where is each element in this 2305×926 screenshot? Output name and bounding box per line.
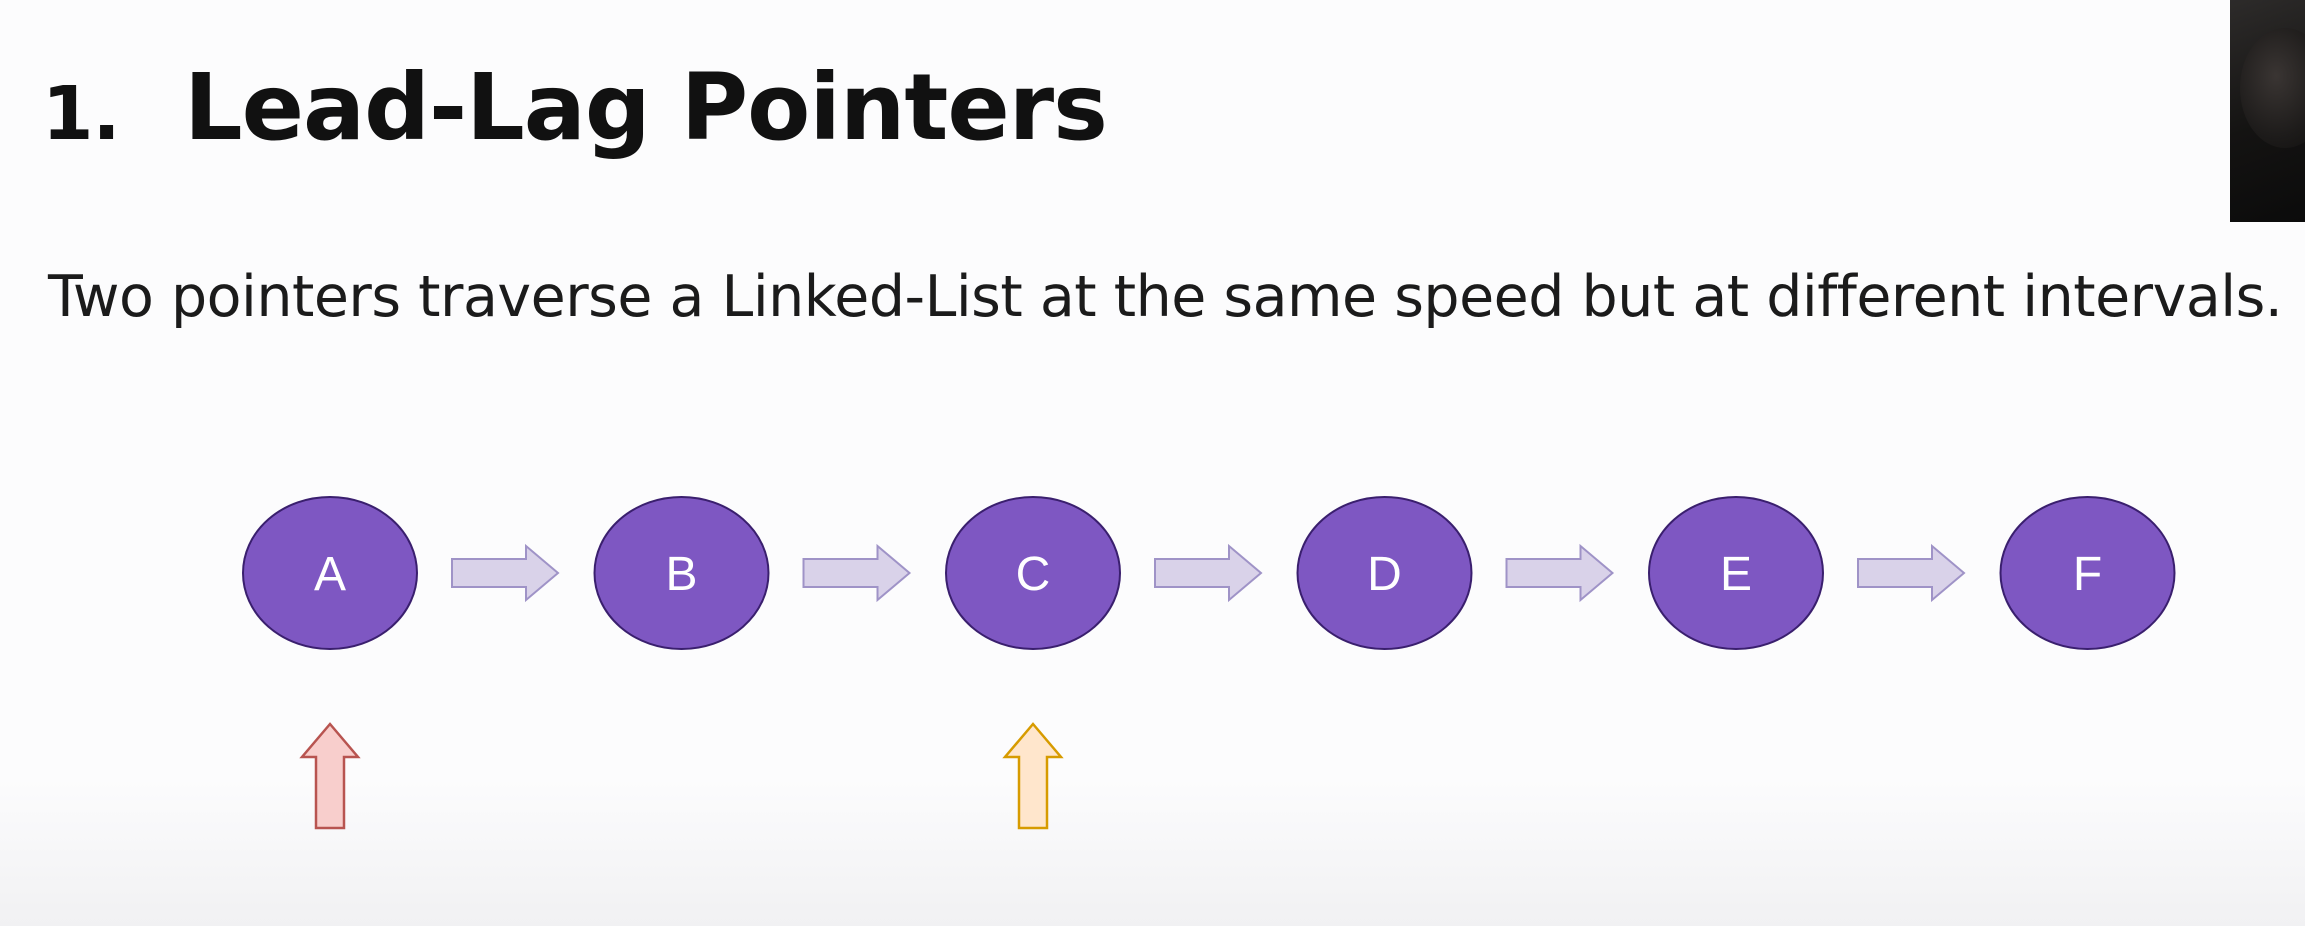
node-circle [1648,496,1824,650]
node-circle [945,496,1121,650]
list-node-b: B [593,496,770,650]
link-arrow-3 [1154,543,1263,603]
slide-title: 1. Lead-Lag Pointers [42,48,1108,174]
node-circle [593,496,770,650]
slide-number: 1. [42,71,121,157]
node-circle [1296,496,1473,650]
link-arrow-1 [451,543,560,603]
node-label: E [1720,548,1752,601]
slide-title-text: Lead-Lag Pointers [184,54,1108,161]
node-label: C [1016,548,1051,601]
link-arrow-2 [802,543,912,603]
slide-description: Two pointers traverse a Linked-List at t… [48,264,2283,330]
list-node-f: F [1999,496,2176,650]
pointer-arrows [299,722,1064,830]
link-arrow-4 [1505,543,1615,603]
list-node-a: A [242,496,418,650]
list-nodes: A B C D E F [242,496,2176,650]
node-circle [242,496,418,650]
node-label: B [665,548,697,601]
list-node-c: C [945,496,1121,650]
presenter-webcam [2230,0,2305,222]
list-node-d: D [1296,496,1473,650]
presenter-silhouette [2240,28,2305,148]
list-node-e: E [1648,496,1824,650]
link-arrow-5 [1857,543,1966,603]
node-label: D [1367,548,1402,601]
lag-pointer-arrow [299,722,361,830]
node-label: F [2073,548,2102,601]
node-label: A [314,548,346,601]
lead-pointer-arrow [1002,722,1064,830]
link-arrows [451,543,1966,603]
node-circle [1999,496,2176,650]
